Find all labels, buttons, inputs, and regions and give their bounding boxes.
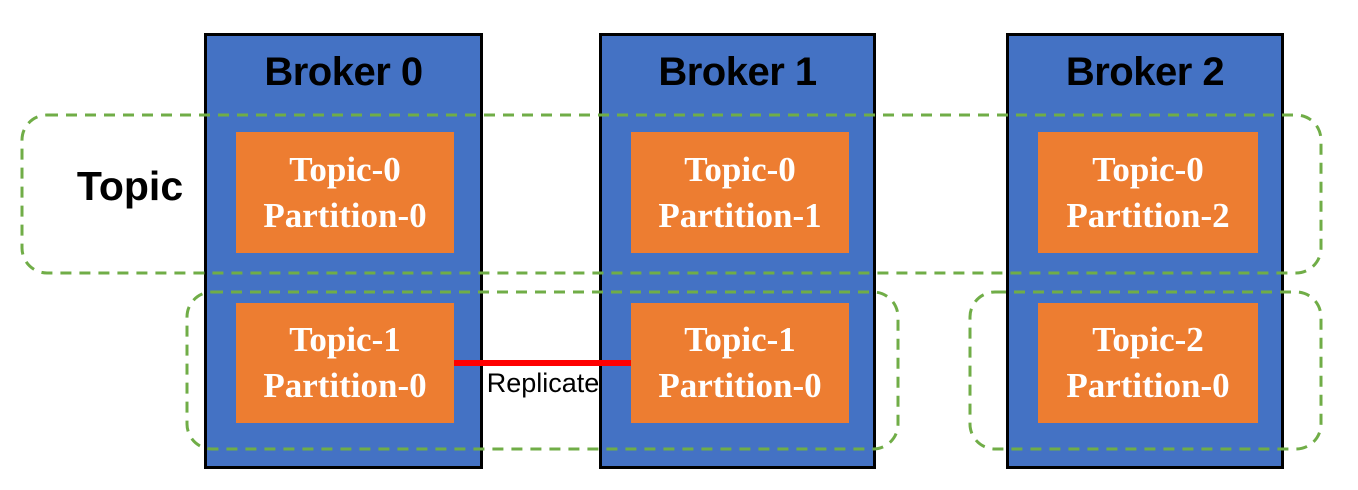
partition-box-broker2-topic0: Topic-0 Partition-2 — [1038, 132, 1258, 253]
partition-topic-line: Topic-0 — [1092, 149, 1204, 189]
partition-number-line: Partition-0 — [658, 366, 822, 405]
partition-box-broker2-topic2: Topic-2 Partition-0 — [1038, 303, 1258, 423]
broker-title-1: Broker 1 — [658, 50, 817, 94]
topic-label: Topic — [76, 163, 184, 209]
partition-number-line: Partition-0 — [263, 195, 427, 235]
partition-number-line: Partition-0 — [1066, 366, 1230, 405]
partition-box-broker1-topic1: Topic-1 Partition-0 — [631, 303, 849, 423]
replicate-label: Replicate — [486, 368, 600, 398]
broker-title-2: Broker 2 — [1065, 50, 1225, 94]
partition-topic-line: Topic-0 — [684, 149, 796, 189]
broker-title-0: Broker 0 — [264, 50, 423, 94]
partition-box-broker0-topic1: Topic-1 Partition-0 — [236, 303, 454, 423]
partition-number-line: Partition-1 — [658, 195, 822, 235]
partition-box-broker1-topic0: Topic-0 Partition-1 — [631, 132, 849, 253]
partition-topic-line: Topic-2 — [1092, 320, 1204, 359]
partition-topic-line: Topic-1 — [684, 320, 796, 359]
partition-topic-line: Topic-0 — [289, 149, 401, 189]
partition-topic-line: Topic-1 — [289, 320, 401, 359]
partition-number-line: Partition-0 — [263, 366, 427, 405]
partition-box-broker0-topic0: Topic-0 Partition-0 — [236, 132, 454, 253]
partition-number-line: Partition-2 — [1066, 195, 1230, 235]
